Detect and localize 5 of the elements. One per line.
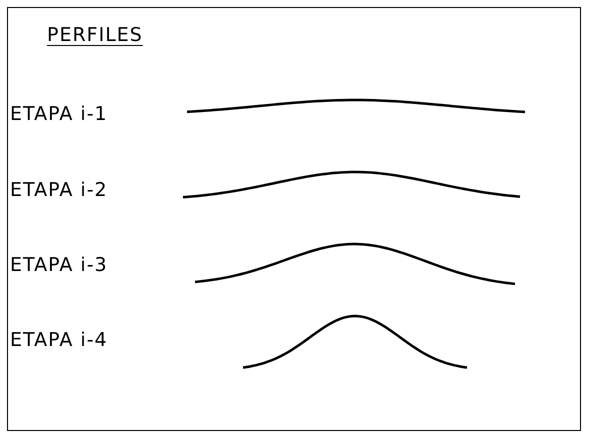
stage-label: ETAPA i-1 xyxy=(10,105,108,124)
stage-label: ETAPA i-2 xyxy=(10,181,108,200)
stage-label: ETAPA i-4 xyxy=(10,331,108,350)
stage-label: ETAPA i-3 xyxy=(10,256,108,275)
title: PERFILES xyxy=(47,26,143,45)
